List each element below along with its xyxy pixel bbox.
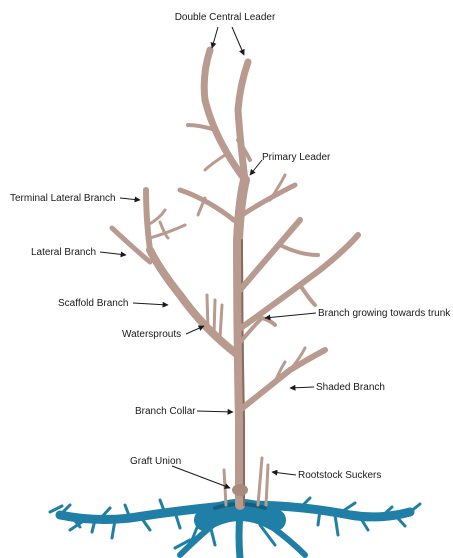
root-system (50, 498, 420, 558)
label-terminal-lateral-branch: Terminal Lateral Branch (10, 193, 116, 204)
tree-wood (112, 50, 358, 505)
root-down-center (239, 515, 240, 558)
label-branch-growing-towards-trunk: Branch growing towards trunk (318, 308, 451, 319)
label-shaded-branch: Shaded Branch (316, 382, 385, 393)
label-watersprouts: Watersprouts (122, 329, 181, 340)
label-rootstock-suckers: Rootstock Suckers (298, 470, 381, 481)
graft-union-swelling (232, 484, 248, 496)
label-primary-leader: Primary Leader (262, 152, 331, 163)
label-graft-union: Graft Union (130, 456, 181, 467)
label-scaffold-branch: Scaffold Branch (58, 298, 128, 309)
label-double-central-leader: Double Central Leader (175, 12, 276, 23)
labels: Double Central Leader Primary Leader Ter… (10, 12, 451, 481)
label-lateral-branch: Lateral Branch (31, 247, 96, 258)
leader-right (238, 62, 248, 180)
label-branch-collar: Branch Collar (135, 406, 196, 417)
